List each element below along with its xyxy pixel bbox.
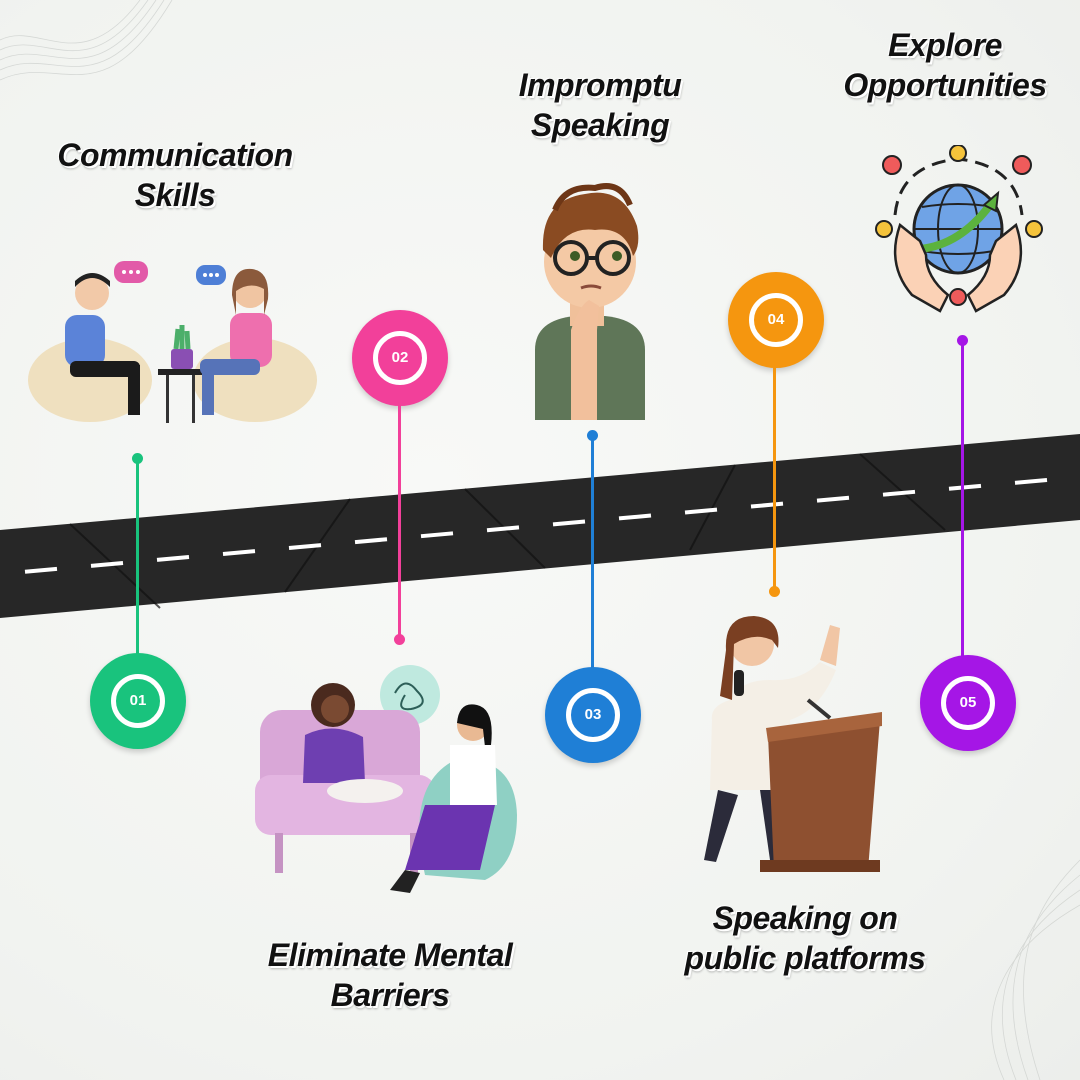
lane-dash <box>486 525 520 533</box>
step-4-number: 04 <box>767 311 785 328</box>
two-people-conversation-illustration <box>28 261 317 423</box>
lane-dash <box>816 495 850 503</box>
step-2-marker: 02 <box>352 310 448 406</box>
therapy-session-illustration <box>255 665 517 893</box>
step-4-connector-dot <box>769 586 780 597</box>
step-4-connector-line <box>773 367 776 592</box>
step-3-number: 03 <box>584 706 602 723</box>
lane-dash <box>1014 477 1048 485</box>
lane-dash <box>90 560 124 568</box>
step-2-number: 02 <box>391 349 409 366</box>
lane-dash <box>288 543 322 551</box>
step-3-connector-line <box>591 435 594 675</box>
step-1-marker: 01 <box>90 653 186 749</box>
step-5-title: Explore Opportunities <box>843 27 1047 103</box>
step-5-marker: 05 <box>920 655 1016 751</box>
step-5-connector-line <box>961 340 964 660</box>
step-3-title: Impromptu Speaking <box>518 67 682 143</box>
lane-dash <box>420 531 454 539</box>
lane-dash <box>882 489 916 497</box>
step-1-connector-line <box>136 458 139 658</box>
thinking-boy-illustration <box>535 183 645 420</box>
lane-dashes <box>24 477 1048 574</box>
lane-dash <box>156 555 190 562</box>
step-4-title: Speaking on public platforms <box>684 900 926 976</box>
lane-dash <box>222 549 256 556</box>
step-1-number: 01 <box>129 692 147 709</box>
step-2-connector-line <box>398 405 401 637</box>
lane-dash <box>24 566 58 574</box>
step-2-title: Eliminate Mental Barriers <box>267 937 513 1013</box>
step-4-marker: 04 <box>728 272 824 368</box>
globe-in-hands-icon <box>875 145 1043 313</box>
step-3-marker: 03 <box>545 667 641 763</box>
lane-dash <box>948 483 982 491</box>
podium-speaker-illustration <box>704 616 882 872</box>
road-surface <box>0 434 1080 618</box>
lane-dash <box>618 513 652 521</box>
lane-dash <box>354 537 388 545</box>
lane-dash <box>750 501 784 509</box>
step-2-connector-dot <box>394 634 405 645</box>
lane-dash <box>552 519 586 527</box>
step-5-number: 05 <box>959 694 977 711</box>
lane-dash <box>684 507 718 515</box>
step-1-title: Communication Skills <box>57 137 293 213</box>
